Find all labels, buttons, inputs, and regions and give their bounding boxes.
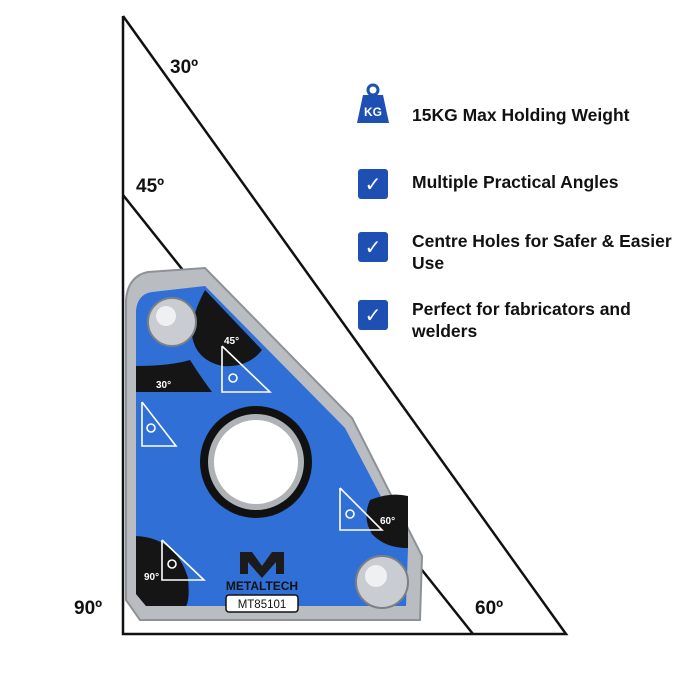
feature-text: Centre Holes for Safer & Easier Use <box>412 231 672 273</box>
face-diagram-30 <box>141 401 178 447</box>
face-label-45: 45° <box>224 336 239 347</box>
feature-fabricators: ✓ Perfect for fabricators and welders <box>356 298 652 342</box>
face-diagram-90 <box>161 539 206 581</box>
feature-text: 15KG Max Holding Weight <box>412 105 630 125</box>
face-diagram-45 <box>221 345 272 393</box>
weight-kg-icon: KG <box>356 83 390 123</box>
feature-holding-weight: KG 15KG Max Holding Weight <box>356 83 630 126</box>
metaltech-logo-mark <box>240 552 284 578</box>
black-corner-top <box>191 290 262 367</box>
weight-badge: KG <box>364 105 382 119</box>
face-label-60: 60° <box>380 516 395 527</box>
angle-label-30: 30º <box>170 57 199 78</box>
checkmark-icon: ✓ <box>358 300 388 330</box>
feature-text: Perfect for fabricators and welders <box>412 299 631 341</box>
black-corner-left <box>136 360 212 392</box>
rivet-top <box>147 297 197 347</box>
face-label-30: 30° <box>156 380 171 391</box>
face-diagram-60 <box>339 487 384 531</box>
black-corner-right <box>366 494 408 548</box>
brand-name: METALTECH <box>226 579 298 593</box>
feature-text: Multiple Practical Angles <box>412 172 619 192</box>
centre-hole <box>200 406 312 518</box>
angle-label-90: 90º <box>74 598 103 619</box>
triangle-30-outline <box>121 15 569 636</box>
feature-centre-holes: ✓ Centre Holes for Safer & Easier Use <box>356 230 672 274</box>
face-label-90: 90° <box>144 572 159 583</box>
magnet-square: 45° 30° 60° 90° METALTECH MT85101 <box>125 266 424 621</box>
angle-label-60: 60º <box>475 598 504 619</box>
checkmark-icon: ✓ <box>358 232 388 262</box>
feature-angles: ✓ Multiple Practical Angles <box>356 167 619 201</box>
model-number: MT85101 <box>238 599 287 611</box>
rivet-bottom <box>355 555 409 609</box>
checkmark-icon: ✓ <box>358 169 388 199</box>
angle-label-45: 45º <box>136 176 165 197</box>
model-plate <box>225 594 299 613</box>
